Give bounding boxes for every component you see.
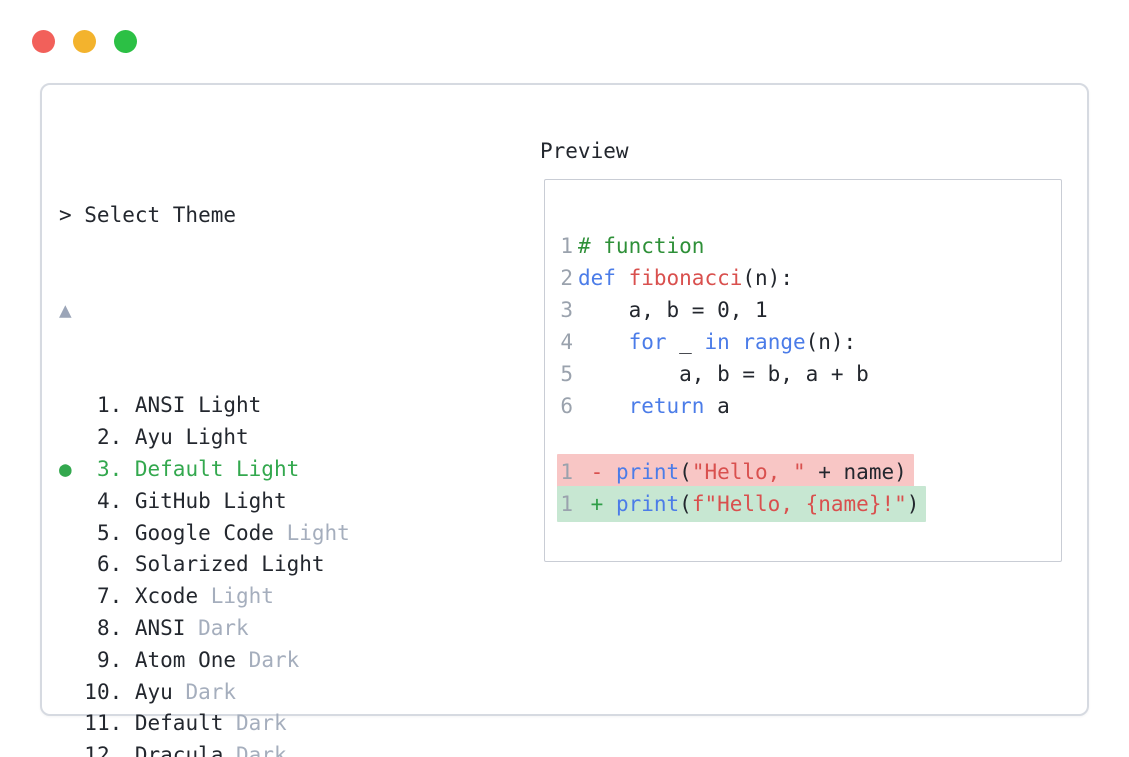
bullet-spacer xyxy=(59,680,84,704)
theme-item-number: 8. xyxy=(84,615,135,640)
theme-item-label: Google Code xyxy=(134,520,274,545)
picker-title: > Select Theme xyxy=(59,202,237,227)
theme-item-label: GitHub Light xyxy=(134,488,287,513)
line-number: 6 xyxy=(560,394,573,418)
diff-removed-line: 1 - print("Hello, " + name) xyxy=(557,454,914,490)
theme-item-label: Ayu Light xyxy=(134,425,249,450)
theme-item-variant: Light xyxy=(273,520,350,545)
bullet-spacer xyxy=(59,743,84,757)
theme-item-number: 2. xyxy=(84,425,135,450)
theme-item-variant: Dark xyxy=(223,711,287,736)
preview-title: Preview xyxy=(540,139,629,163)
bullet-spacer xyxy=(59,648,84,672)
theme-item-9[interactable]: 9. Atom One Dark xyxy=(59,645,805,677)
theme-item-number: 5. xyxy=(84,520,135,545)
theme-picker: > Select Theme ▲ 1. ANSI Light 2. Ayu Li… xyxy=(59,136,805,757)
bullet-spacer xyxy=(59,393,84,417)
theme-item-2[interactable]: 2. Ayu Light xyxy=(59,422,805,454)
line-number: 3 xyxy=(560,298,573,322)
theme-item-11[interactable]: 11. Default Dark xyxy=(59,708,805,740)
theme-item-6[interactable]: 6. Solarized Light xyxy=(59,549,805,581)
theme-item-number: 1. xyxy=(84,393,135,418)
theme-item-7[interactable]: 7. Xcode Light xyxy=(59,581,805,613)
window-controls xyxy=(32,30,137,53)
theme-item-number: 6. xyxy=(84,552,135,577)
code-line-6: 6 return a xyxy=(560,390,1061,422)
zoom-icon[interactable] xyxy=(114,30,137,53)
theme-item-variant: Dark xyxy=(185,615,249,640)
theme-item-label: Dracula xyxy=(134,743,224,757)
code-line-8: 1 - print("Hello, " + name) xyxy=(557,454,1061,490)
scroll-up-icon[interactable]: ▲ xyxy=(59,297,72,322)
minimize-icon[interactable] xyxy=(73,30,96,53)
theme-item-label: Xcode xyxy=(134,584,199,609)
theme-item-3[interactable]: ● 3. Default Light xyxy=(59,454,805,486)
theme-item-number: 4. xyxy=(84,488,135,513)
theme-item-12[interactable]: 12. Dracula Dark xyxy=(59,740,805,757)
selected-bullet-icon: ● xyxy=(59,456,85,481)
theme-item-number: 11. xyxy=(84,711,135,736)
theme-item-label: ANSI xyxy=(134,615,186,640)
line-number: 1 xyxy=(560,492,573,516)
code-line-5: 5 a, b = b, a + b xyxy=(560,358,1061,390)
bullet-spacer xyxy=(59,711,84,735)
code-line-4: 4 for _ in range(n): xyxy=(560,326,1061,358)
line-number: 1 xyxy=(560,234,573,258)
theme-item-number: 12. xyxy=(84,743,135,757)
theme-item-number: 7. xyxy=(84,584,135,609)
theme-item-label: Atom One xyxy=(134,647,237,672)
theme-item-5[interactable]: 5. Google Code Light xyxy=(59,518,805,550)
theme-item-4[interactable]: 4. GitHub Light xyxy=(59,486,805,518)
bullet-spacer xyxy=(59,521,84,545)
theme-item-label: ANSI Light xyxy=(134,393,262,418)
theme-item-label: Default Light xyxy=(134,456,300,481)
code-line-3: 3 a, b = 0, 1 xyxy=(560,294,1061,326)
theme-item-variant: Dark xyxy=(172,679,237,704)
line-number: 1 xyxy=(560,460,573,484)
theme-item-label: Default xyxy=(134,711,224,736)
bullet-spacer xyxy=(59,489,84,513)
theme-item-number: 9. xyxy=(84,647,135,672)
theme-item-10[interactable]: 10. Ayu Dark xyxy=(59,677,805,709)
theme-item-label: Solarized Light xyxy=(134,552,325,577)
code-line-7 xyxy=(560,422,1061,454)
line-number: 5 xyxy=(560,362,573,386)
bullet-spacer xyxy=(59,425,84,449)
theme-item-number: 3. xyxy=(84,456,135,481)
line-number: 2 xyxy=(560,266,573,290)
bullet-spacer xyxy=(59,552,84,576)
code-line-1: 1# function xyxy=(560,230,1061,262)
theme-item-number: 10. xyxy=(84,679,135,704)
close-icon[interactable] xyxy=(32,30,55,53)
line-number: 4 xyxy=(560,330,573,354)
theme-item-variant: Light xyxy=(198,584,274,609)
theme-item-1[interactable]: 1. ANSI Light xyxy=(59,390,805,422)
theme-list: 1. ANSI Light 2. Ayu Light● 3. Default L… xyxy=(59,390,805,757)
bullet-spacer xyxy=(59,584,84,608)
theme-item-variant: Dark xyxy=(223,743,287,757)
theme-selector-panel: > Select Theme ▲ 1. ANSI Light 2. Ayu Li… xyxy=(40,83,1089,757)
code-line-9: 1 + print(f"Hello, {name}!") xyxy=(557,486,1061,522)
theme-item-variant: Dark xyxy=(236,647,300,672)
diff-added-line: 1 + print(f"Hello, {name}!") xyxy=(557,486,927,522)
theme-item-8[interactable]: 8. ANSI Dark xyxy=(59,613,805,645)
theme-item-label: Ayu xyxy=(134,679,173,704)
bullet-spacer xyxy=(59,616,84,640)
